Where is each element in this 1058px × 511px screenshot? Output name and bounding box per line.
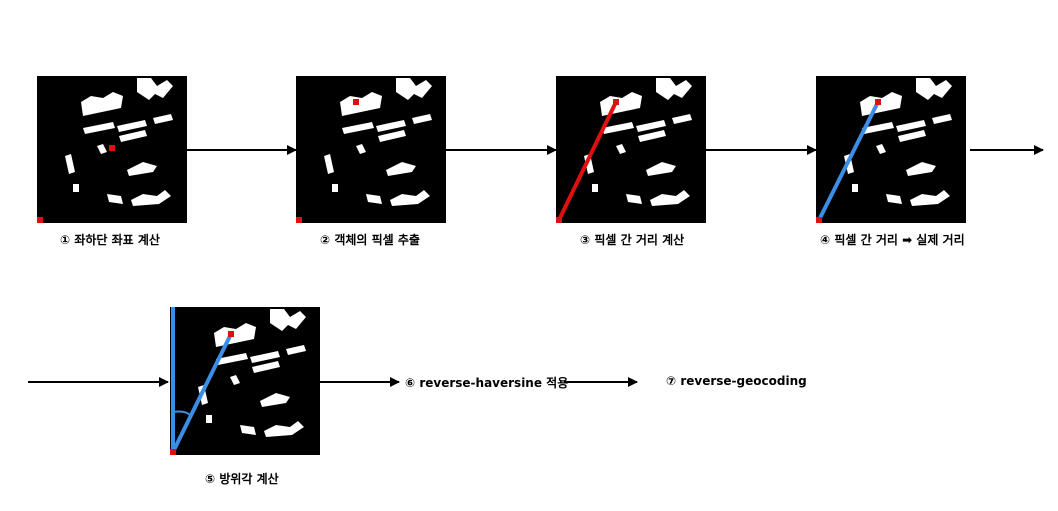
azimuth-arc bbox=[172, 410, 192, 417]
bearing-line bbox=[171, 333, 233, 453]
building-map-4 bbox=[816, 78, 952, 223]
building-map-5 bbox=[170, 307, 306, 455]
caption-step-2: ② 객체의 픽셀 추출 bbox=[320, 233, 420, 247]
panel-step-3 bbox=[556, 76, 706, 223]
panel-step-4 bbox=[816, 76, 966, 223]
building-map-1 bbox=[37, 78, 173, 223]
real-distance-line bbox=[817, 101, 880, 221]
caption-step-4: ④ 픽셀 간 거리 ➡ 실제 거리 bbox=[820, 233, 965, 247]
caption-step-3: ③ 픽셀 간 거리 계산 bbox=[580, 233, 685, 247]
step-6-label: ⑥ reverse-haversine 적용 bbox=[405, 376, 569, 390]
building-map-3 bbox=[556, 78, 692, 223]
caption-step-5: ⑤ 방위각 계산 bbox=[205, 472, 279, 486]
step-7-label: ⑦ reverse-geocoding bbox=[666, 374, 807, 388]
panel-step-5 bbox=[170, 307, 320, 455]
pixel-distance-line bbox=[557, 101, 618, 221]
panel-step-1 bbox=[37, 76, 187, 223]
panel-step-2 bbox=[296, 76, 446, 223]
caption-step-1: ① 좌하단 좌표 계산 bbox=[60, 233, 160, 247]
building-map-2 bbox=[296, 78, 432, 223]
